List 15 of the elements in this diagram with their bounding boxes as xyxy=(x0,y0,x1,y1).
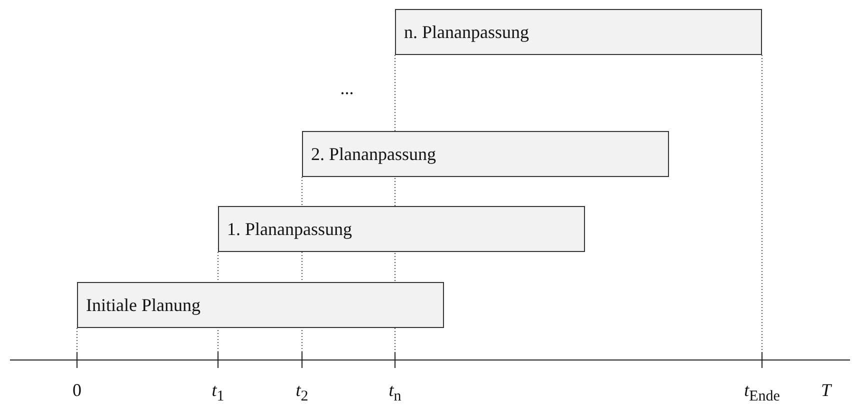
tick-label: 0 xyxy=(72,380,82,401)
axis-label: T xyxy=(821,380,831,401)
ellipsis: ... xyxy=(340,78,354,99)
tick-label: t$_{1}$ xyxy=(212,380,224,405)
plan-bar xyxy=(77,282,444,328)
tick-label: t$_{Ende}$ xyxy=(744,380,780,405)
bar-label: 1. Plananpassung xyxy=(227,218,352,240)
plan-bar xyxy=(302,131,669,177)
bar-label: 2. Plananpassung xyxy=(311,144,436,164)
plan-bar xyxy=(218,206,585,252)
bar-label: n. Plananpassung xyxy=(404,22,529,42)
bar-label: Initiale Planung xyxy=(86,294,200,316)
tick-label: t$_{n}$ xyxy=(388,380,402,405)
tick-label: t$_{2}$ xyxy=(296,380,308,405)
plan-bar xyxy=(395,9,762,55)
